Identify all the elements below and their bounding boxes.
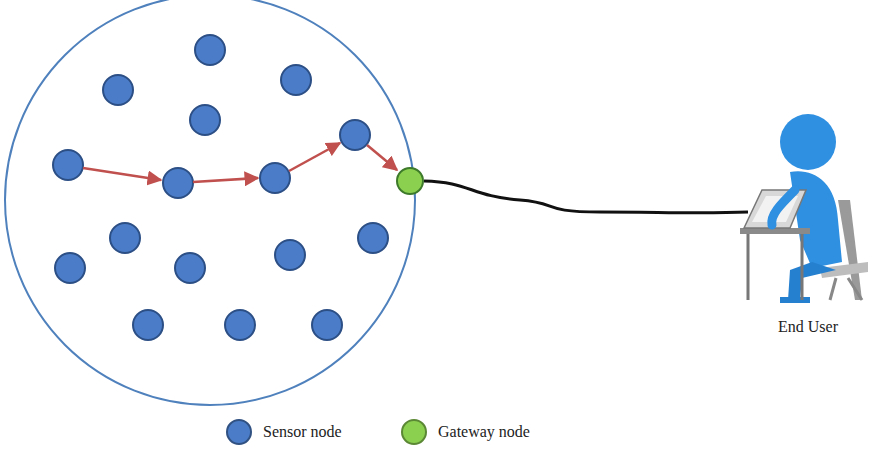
legend-swatch-frame [400, 418, 428, 446]
sensor-nodes [53, 35, 388, 340]
end-user-node: End User [774, 318, 842, 336]
legend-swatch [402, 420, 426, 444]
legend-label: Sensor node [263, 423, 342, 441]
node-label: End User [774, 318, 842, 336]
legend-label: Gateway node [438, 423, 530, 441]
legend-swatch [227, 420, 251, 444]
legend-swatch-frame [225, 418, 253, 446]
legend-entry: Sensor node [225, 418, 342, 446]
gateway-node [397, 168, 423, 194]
gateway-link [424, 181, 748, 213]
legend-entry: Gateway node [400, 418, 530, 446]
network-area [5, 0, 415, 405]
routing-arrows [83, 143, 397, 182]
end-user-figure [740, 114, 868, 300]
